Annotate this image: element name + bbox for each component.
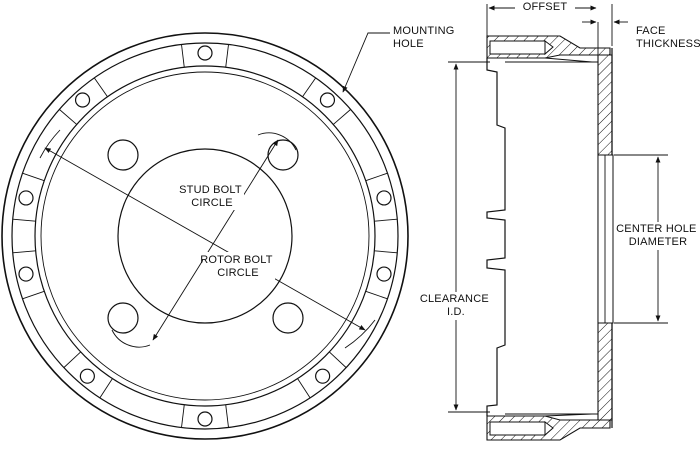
drum-outer-edge <box>1 32 409 440</box>
flange-bolt-tip <box>544 40 554 56</box>
mounting-hole-boss <box>297 351 347 399</box>
mounting-hole-boss <box>365 172 398 222</box>
mounting-hole <box>197 411 213 427</box>
mounting-hole <box>315 368 331 384</box>
flange-bolt-tip <box>544 421 554 437</box>
face-thickness-label: FACE THICKNESS <box>636 25 700 50</box>
stud-arc-mark <box>257 132 297 151</box>
stud-hole <box>272 302 304 334</box>
center-hole <box>117 148 293 324</box>
rotor-arc-mark <box>39 129 61 159</box>
mounting-hole <box>74 92 91 108</box>
mounting-hole <box>197 45 213 61</box>
front-view: STUD BOLT CIRCLE ROTOR BOLT CIRCLE MOUNT… <box>1 25 458 440</box>
rotor-bolt-circle-dimension <box>44 147 366 331</box>
rotor-arc-mark <box>344 319 376 349</box>
mounting-hole <box>18 266 34 282</box>
offset-label: OFFSET <box>523 1 568 13</box>
mounting-hole <box>376 266 392 282</box>
flange-bolt-hole <box>489 40 546 55</box>
flange-bolt-hole <box>489 421 546 436</box>
drum-wall-outline <box>486 58 506 416</box>
mounting-hole <box>79 368 95 384</box>
mounting-hole-boss <box>302 77 351 125</box>
drum-inner-surface <box>544 57 598 417</box>
mounting-hole-boss <box>181 44 229 68</box>
mounting-hole-leader <box>342 32 390 93</box>
drum-inner-edge <box>34 65 376 407</box>
mounting-hole-boss <box>181 404 229 428</box>
stud-hole <box>267 139 299 171</box>
rotor-bolt-circle-label: ROTOR BOLT CIRCLE <box>200 254 276 279</box>
mounting-hole <box>18 190 34 206</box>
mounting-holes <box>12 44 398 428</box>
drum-inner-edge-2 <box>40 71 370 401</box>
mounting-hole-boss <box>12 172 45 222</box>
mounting-hole <box>376 190 392 206</box>
stud-hole <box>107 139 139 171</box>
side-view: OFFSET FACE THICKNESS CENTER HOLE DIAMET… <box>420 0 700 441</box>
mounting-hole-boss <box>59 77 108 125</box>
stud-bolt-circle-dimension <box>152 139 279 341</box>
drum-flange-edge <box>11 42 399 430</box>
center-hole-label: CENTER HOLE DIAMETER <box>616 223 700 248</box>
stud-arc-mark <box>111 329 151 348</box>
face-center-opening <box>597 154 614 324</box>
mounting-hole-boss <box>12 250 45 300</box>
clearance-label: CLEARANCE I.D. <box>420 293 492 318</box>
mounting-hole-label: MOUNTING HOLE <box>393 25 458 50</box>
mounting-hole-boss <box>365 250 398 300</box>
mounting-hole <box>319 92 336 108</box>
stud-hole <box>107 302 139 334</box>
mounting-hole-boss <box>63 351 113 399</box>
stud-bolt-circle-label: STUD BOLT CIRCLE <box>179 184 245 209</box>
